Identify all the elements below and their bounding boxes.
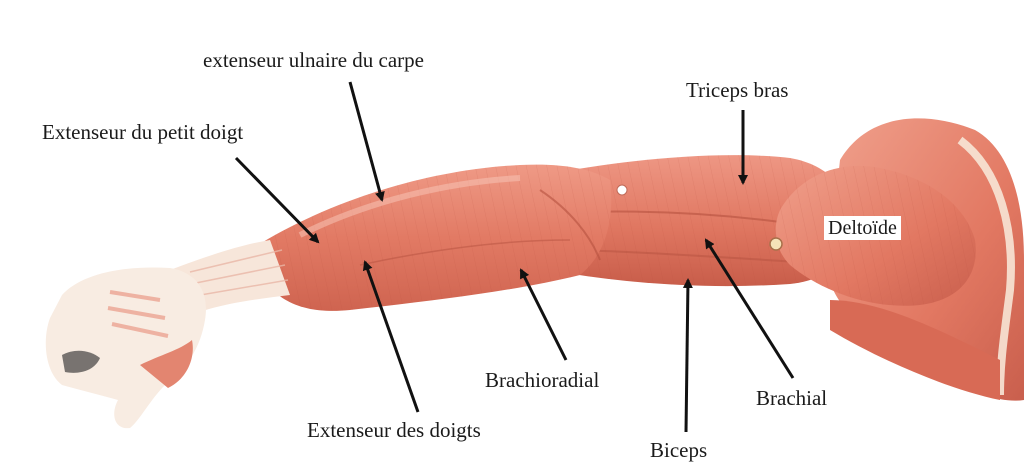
label-deltoid: Deltoïde: [824, 216, 901, 240]
label-extensor-digitorum: Extenseur des doigts: [307, 420, 481, 441]
arrow-biceps: [686, 280, 688, 432]
label-extensor-carpi-ulnaris: extenseur ulnaire du carpe: [203, 50, 424, 71]
arrow-brachioradial: [521, 270, 566, 360]
arrow-extenseur-ulnaire: [350, 82, 382, 200]
label-brachialis: Brachial: [756, 388, 827, 409]
label-extensor-digiti-minimi: Extenseur du petit doigt: [42, 122, 243, 143]
label-biceps: Biceps: [650, 440, 707, 461]
arrow-extenseur-petit-doigt: [236, 158, 318, 242]
deltoid-insertion: [770, 238, 782, 250]
label-triceps: Triceps bras: [686, 80, 788, 101]
olecranon-dot: [617, 185, 627, 195]
label-brachioradialis: Brachioradial: [485, 370, 599, 391]
